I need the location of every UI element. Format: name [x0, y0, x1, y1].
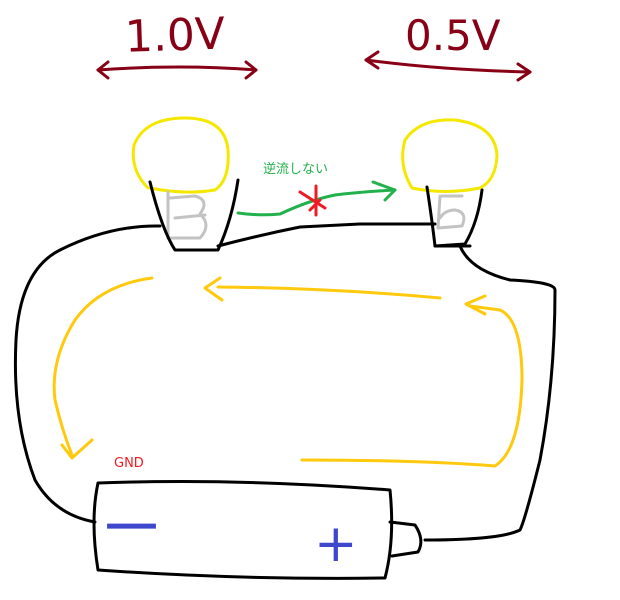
- gnd-label: GND: [114, 456, 144, 471]
- right-socket: [436, 194, 466, 230]
- battery: [92, 480, 394, 580]
- blocked-cross-icon: [298, 184, 327, 217]
- wires: [13, 178, 557, 580]
- right-bulb: [401, 118, 499, 193]
- left-bulb: [131, 116, 230, 194]
- backflow-arrow: [236, 180, 397, 217]
- right-voltage-label: 0.5V: [405, 11, 501, 60]
- left-double-arrow: [96, 60, 258, 80]
- battery-plus-sign: +: [314, 514, 358, 574]
- no-backflow-label: 逆流しない: [263, 161, 328, 177]
- current-flow-arrows: [52, 276, 524, 468]
- left-socket: [166, 190, 208, 240]
- left-voltage-label: 1.0V: [124, 8, 226, 62]
- battery-minus-sign: −: [99, 490, 164, 560]
- right-double-arrow: [364, 50, 532, 82]
- battery-positive-cap: [388, 520, 423, 558]
